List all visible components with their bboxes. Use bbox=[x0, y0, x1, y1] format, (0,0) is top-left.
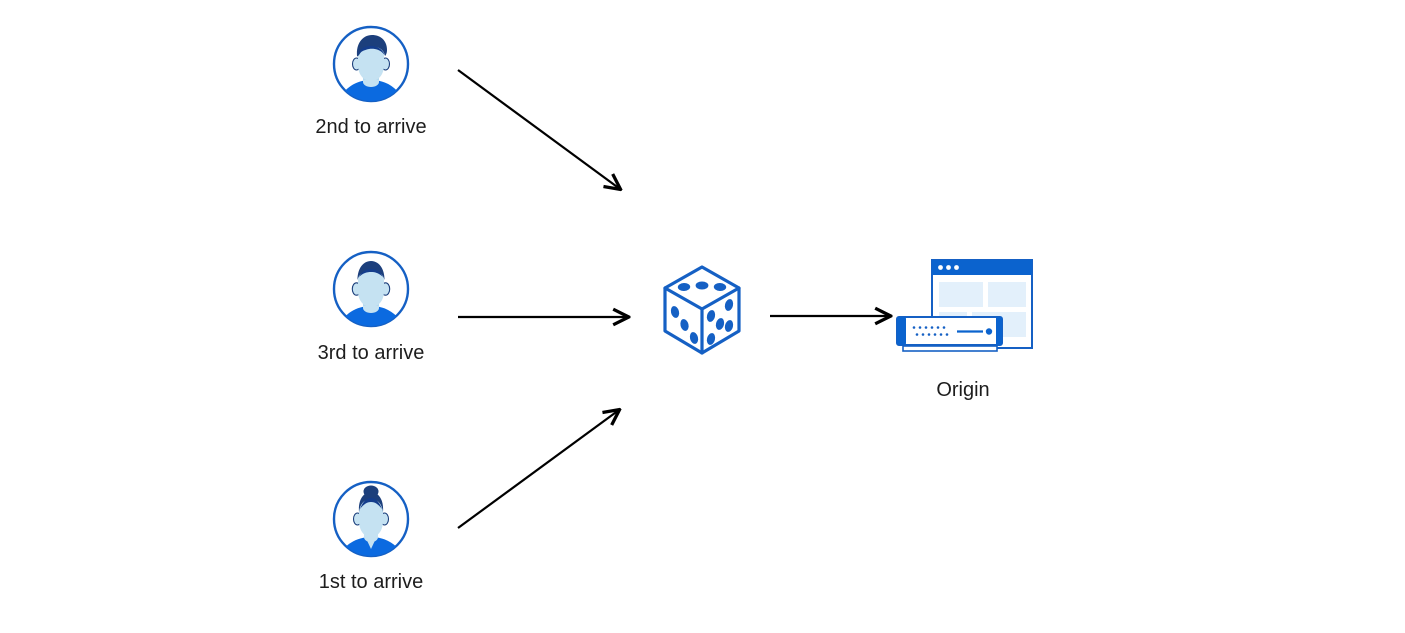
user-avatar-icon bbox=[332, 480, 410, 558]
caption-visitor-2nd: 2nd to arrive bbox=[315, 116, 427, 138]
user-avatar-icon bbox=[332, 25, 410, 103]
node-visitor-2nd[interactable] bbox=[331, 24, 411, 104]
origin-server-icon bbox=[896, 259, 1033, 352]
dice-icon bbox=[663, 265, 741, 355]
edge-2nd-to-dice bbox=[457, 69, 620, 189]
caption-visitor-3rd: 3rd to arrive bbox=[317, 342, 425, 364]
caption-origin: Origin bbox=[936, 379, 990, 401]
node-origin[interactable] bbox=[893, 255, 1038, 365]
node-visitor-3rd[interactable] bbox=[331, 249, 411, 329]
rack-server bbox=[896, 316, 1003, 352]
node-visitor-1st[interactable] bbox=[331, 479, 411, 559]
edge-1st-to-dice bbox=[457, 410, 619, 529]
user-avatar-icon bbox=[332, 250, 410, 328]
caption-visitor-1st: 1st to arrive bbox=[318, 571, 424, 593]
node-random-selector[interactable] bbox=[659, 263, 745, 357]
